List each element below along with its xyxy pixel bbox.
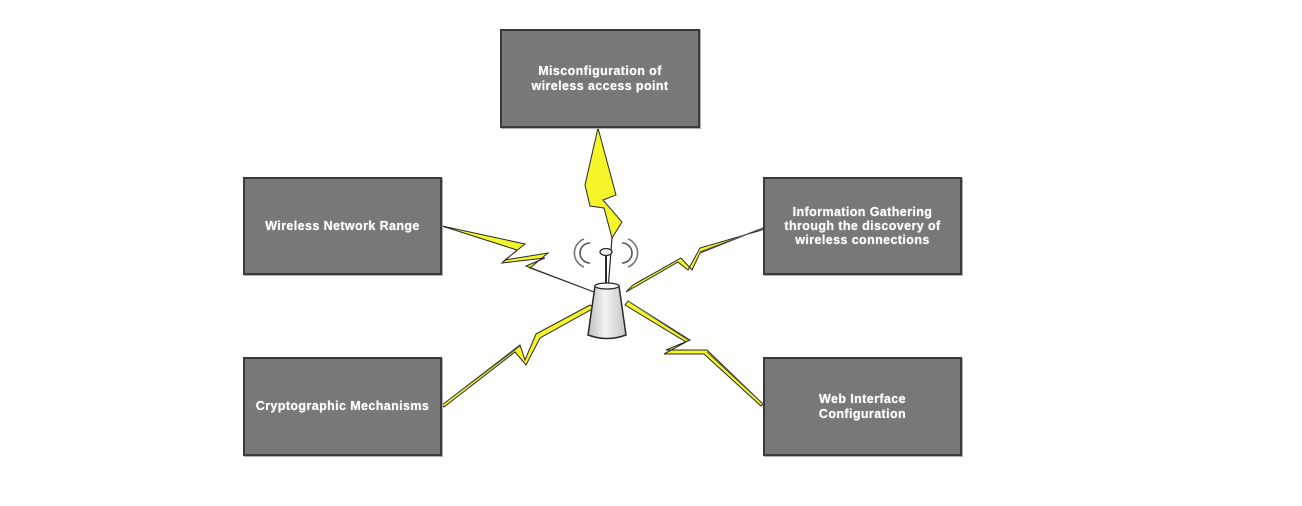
connector-bottom-left [441,304,595,408]
node-misconfiguration: Misconfiguration of wireless access poin… [500,29,700,128]
lightning-bolt-icon [625,227,765,293]
lightning-bolt-icon [441,225,595,293]
connector-bottom-right [624,300,764,407]
node-label: Misconfiguration of wireless access poin… [531,64,669,93]
lightning-bolt-icon [624,300,764,407]
node-information-gathering: Information Gathering through the discov… [763,177,962,275]
node-label: Wireless Network Range [265,218,420,233]
connector-top-left [441,225,595,293]
connector-top-right [625,227,765,293]
lightning-bolt-icon [584,127,623,240]
node-cryptographic-mechanisms: Cryptographic Mechanisms [243,357,442,456]
connector-top [584,127,623,291]
node-label: Information Gathering through the discov… [784,205,941,247]
wireless-access-point-icon [573,238,639,340]
node-label: Cryptographic Mechanisms [255,399,430,414]
node-web-interface-configuration: Web Interface Configuration [763,357,962,456]
node-label: Web Interface Configuration [818,392,907,421]
node-wireless-network-range: Wireless Network Range [243,177,442,275]
lightning-bolt-icon [441,304,595,408]
